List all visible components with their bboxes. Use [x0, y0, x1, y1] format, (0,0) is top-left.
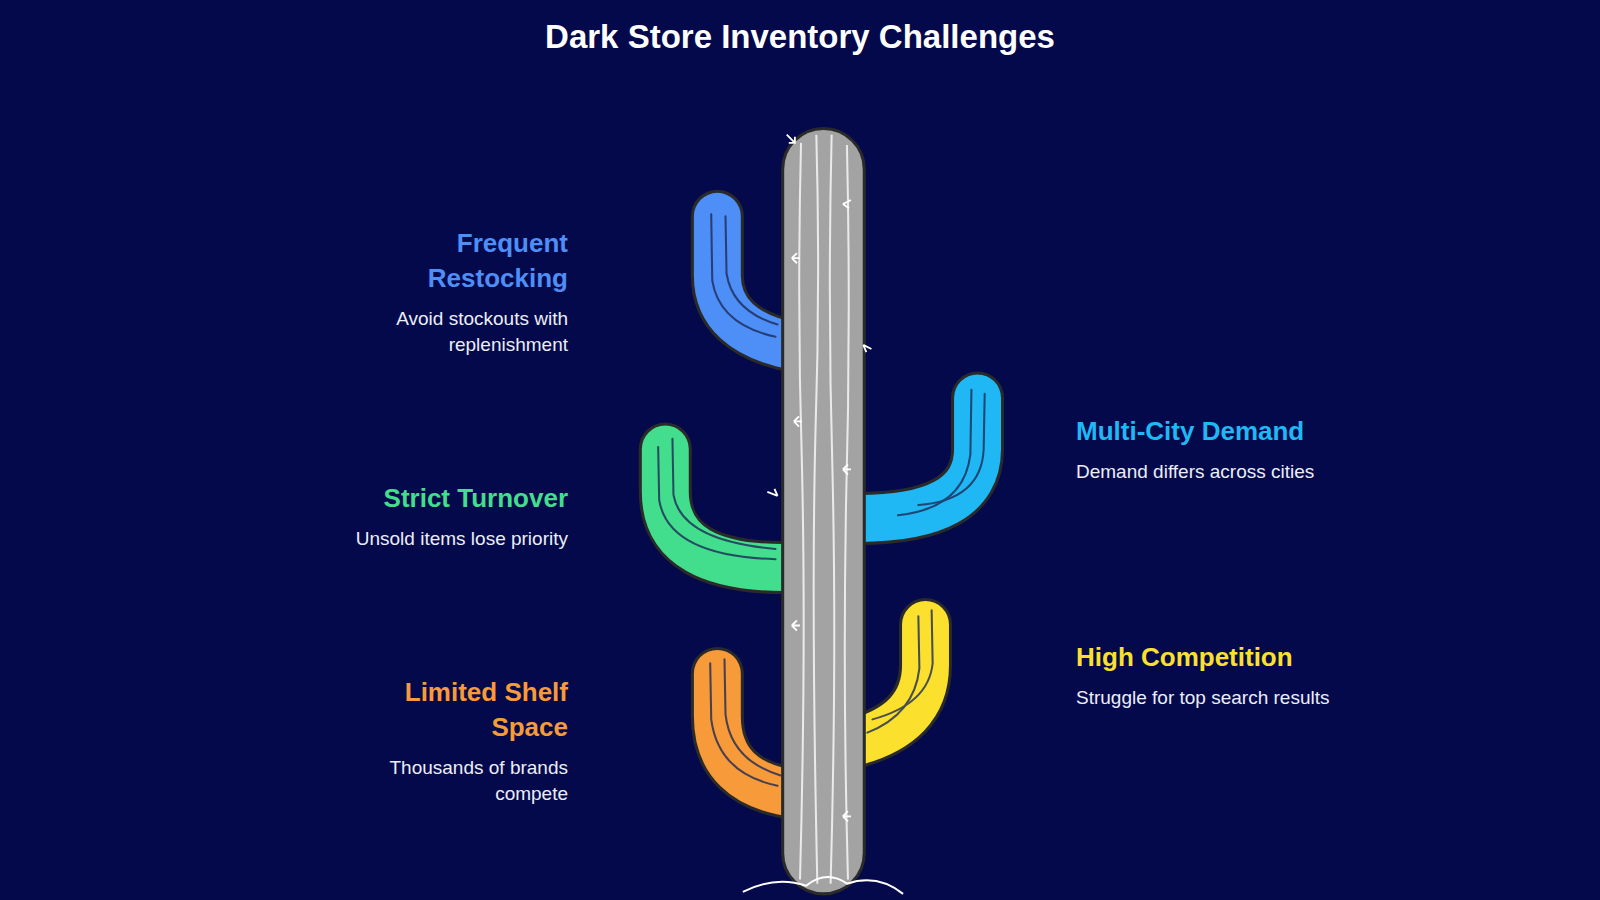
challenge-item: Strict TurnoverUnsold items lose priorit… [278, 481, 568, 552]
challenge-heading: Multi-City Demand [1076, 414, 1346, 449]
challenge-heading: Limited Shelf Space [358, 675, 568, 745]
challenge-heading: High Competition [1076, 640, 1346, 675]
arm-outline [665, 449, 796, 568]
challenge-item: Frequent RestockingAvoid stockouts with … [378, 226, 568, 358]
diagram-title: Dark Store Inventory Challenges [0, 18, 1600, 56]
challenge-item: Multi-City DemandDemand differs across c… [1076, 414, 1346, 485]
challenge-description: Thousands of brands compete [358, 755, 568, 807]
challenge-item: Limited Shelf SpaceThousands of brands c… [358, 675, 568, 807]
arm-outline [852, 398, 978, 518]
challenge-heading: Frequent Restocking [378, 226, 568, 296]
challenge-heading: Strict Turnover [278, 481, 568, 516]
challenge-description: Struggle for top search results [1076, 685, 1346, 711]
ground-line [743, 877, 903, 894]
cactus-arm [852, 398, 978, 518]
cactus-trunk [783, 129, 865, 894]
challenge-description: Demand differs across cities [1076, 459, 1346, 485]
challenge-description: Avoid stockouts with replenishment [378, 306, 568, 358]
challenge-item: High CompetitionStruggle for top search … [1076, 640, 1346, 711]
cactus-arm [665, 449, 796, 568]
challenge-description: Unsold items lose priority [278, 526, 568, 552]
